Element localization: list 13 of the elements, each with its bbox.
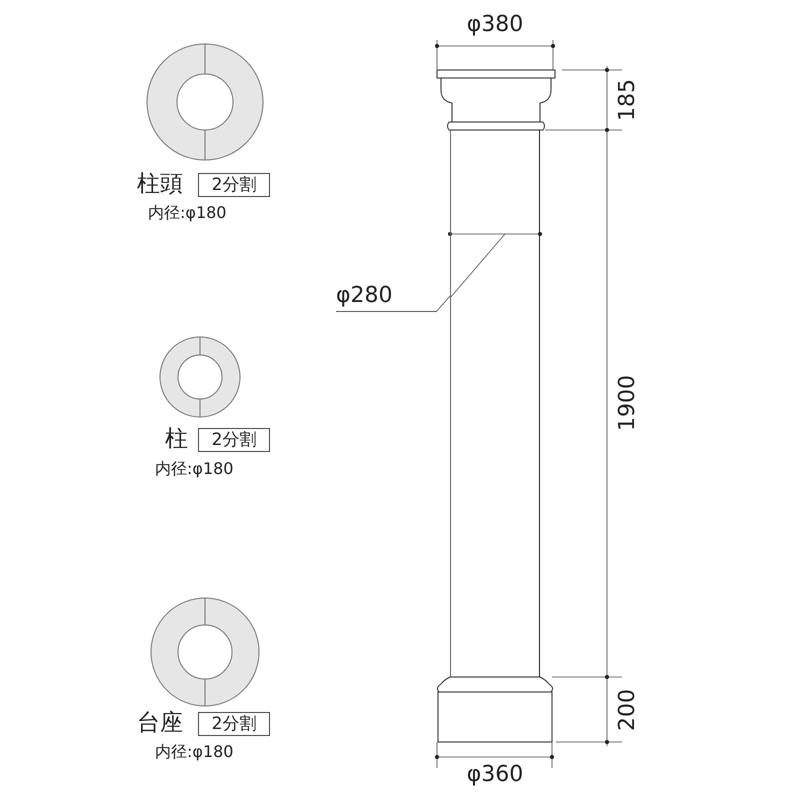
dimension-label: 200 [617,689,639,731]
part-name: 台座 [137,712,183,735]
column-shaft [450,130,540,677]
diameter-callout: φ280 [336,282,436,312]
dimension-label: 1900 [617,375,639,431]
leader-line [436,296,450,312]
part-name: 柱 [165,428,188,451]
division-note: 2分割 [198,173,270,197]
dimension-label: φ380 [466,14,524,36]
dimension-label: 185 [617,79,639,121]
division-note: 2分割 [198,428,270,452]
dimension-label: φ360 [466,764,524,786]
division-note: 2分割 [198,712,270,736]
